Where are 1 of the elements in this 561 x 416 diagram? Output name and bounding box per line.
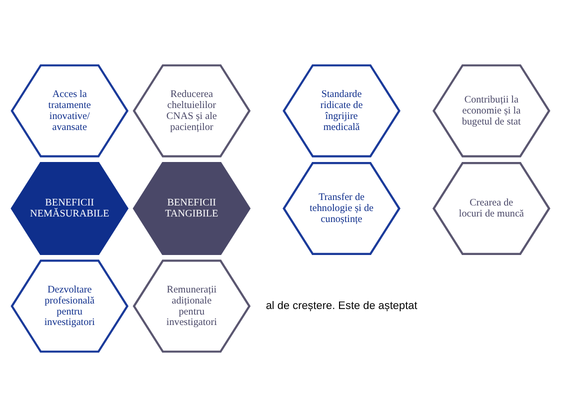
label: al de creștere. Este de așteptat bbox=[266, 300, 418, 312]
